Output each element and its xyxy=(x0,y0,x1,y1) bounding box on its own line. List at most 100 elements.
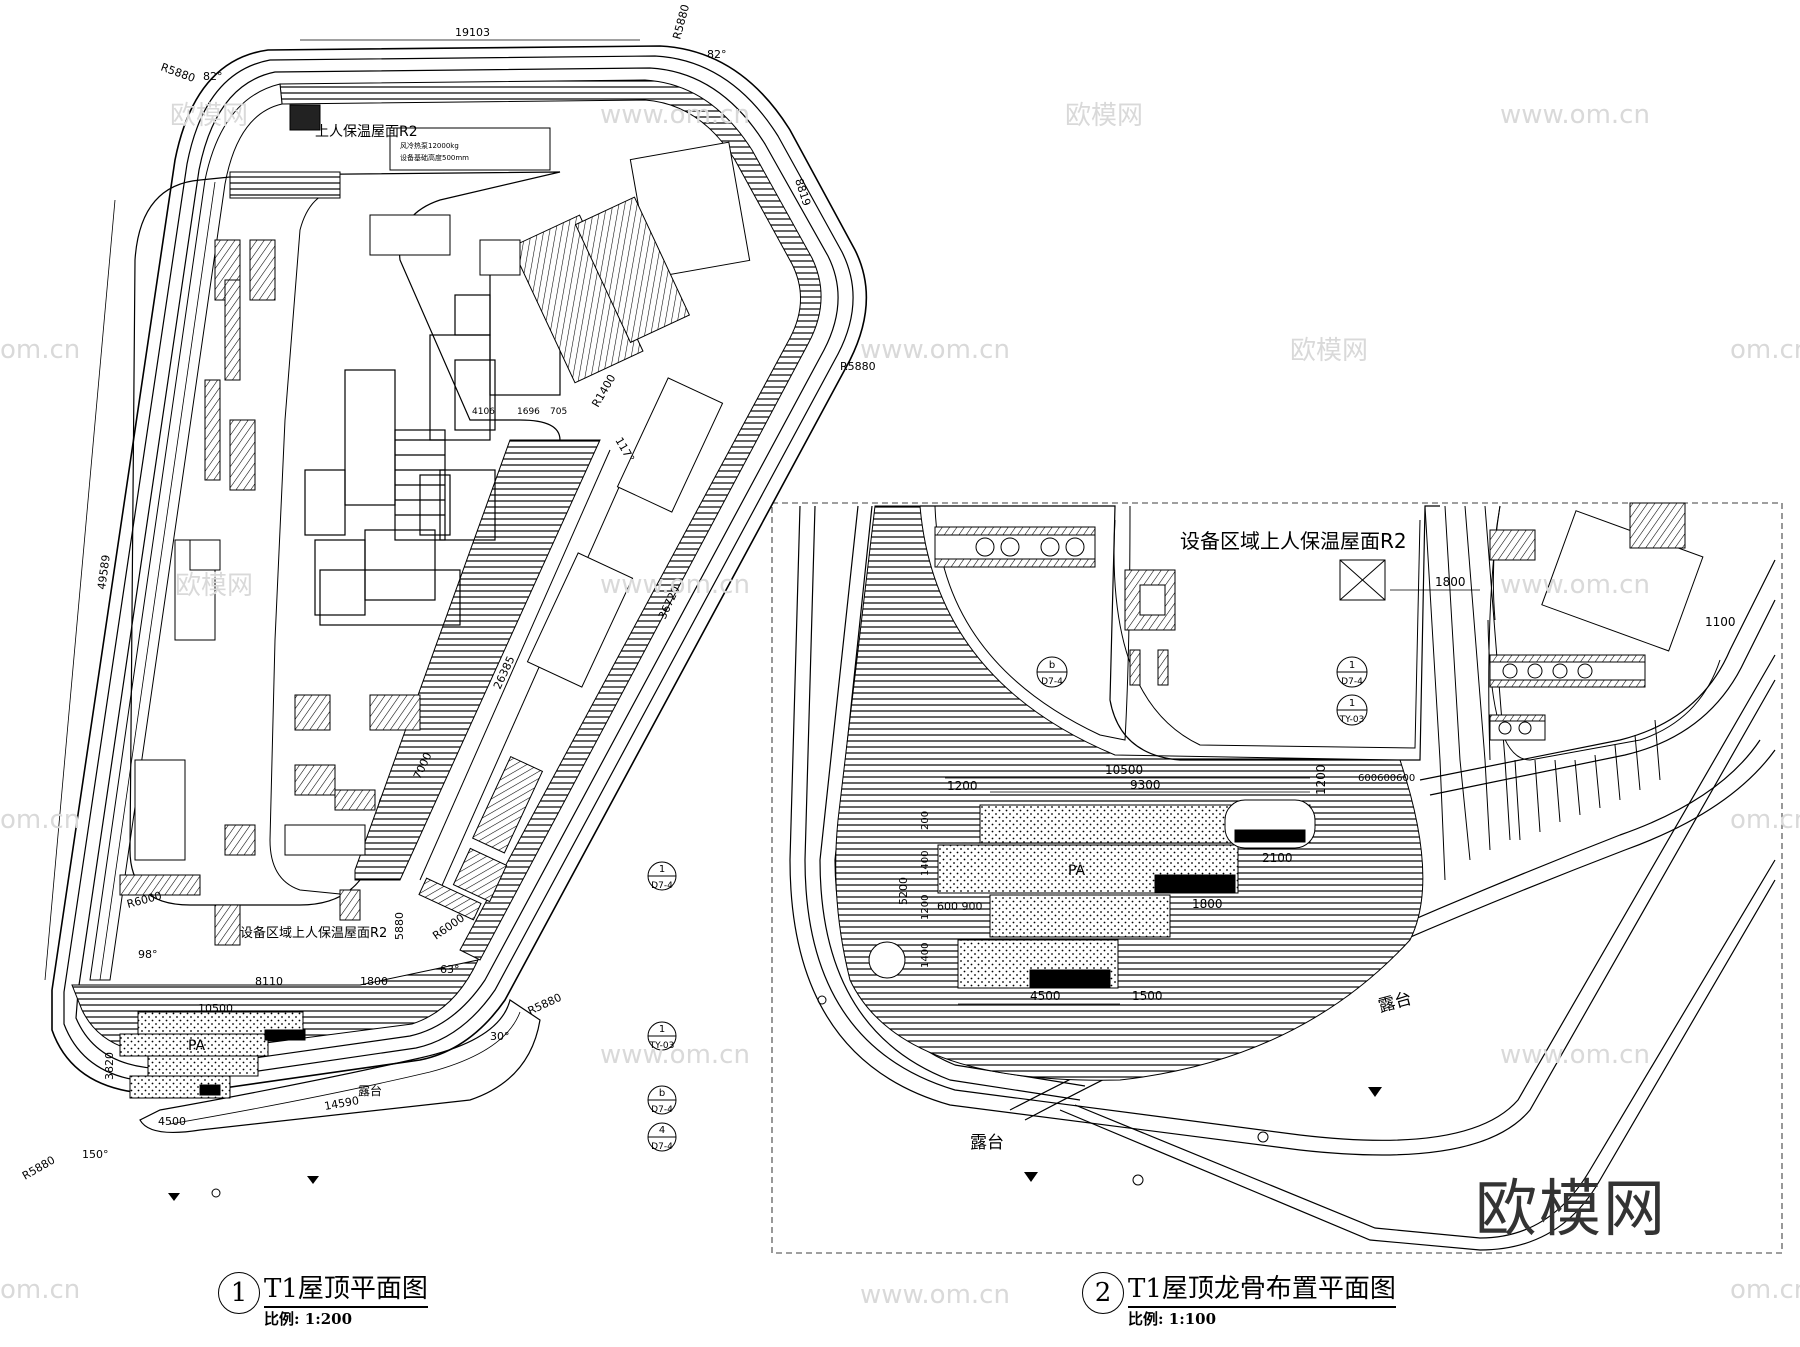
ref-1-ty-03: 1 TY-03 xyxy=(647,1021,677,1051)
svg-text:4: 4 xyxy=(659,1125,665,1136)
svg-text:D7-4: D7-4 xyxy=(651,881,673,891)
plan2-terrace-left: 露台 xyxy=(970,1133,1004,1153)
watermark-cn: 欧模网 xyxy=(175,571,254,601)
dim2-1800-top: 1800 xyxy=(1435,575,1466,589)
plan1-pa-block xyxy=(119,1011,306,1099)
svg-text:TY-03: TY-03 xyxy=(1339,715,1365,725)
dim-left: 49589 xyxy=(95,554,113,590)
dim-r-top-right: R5880 xyxy=(670,3,692,41)
dim2-200: 200 xyxy=(920,811,931,830)
watermark-url: www.om.cn xyxy=(600,100,750,130)
dim-r5880-lower: R5880 xyxy=(526,991,564,1018)
plan2-roof-area xyxy=(920,505,1440,761)
svg-text:b: b xyxy=(659,1088,665,1099)
dim-10500: 10500 xyxy=(198,1002,233,1015)
watermark-url: www.om.cn xyxy=(1500,1040,1650,1070)
svg-text:1: 1 xyxy=(1349,660,1355,671)
dim-r1400: R1400 xyxy=(589,372,618,409)
dim-5880: 5880 xyxy=(393,912,406,940)
plan1-equip-note-b: 设备基础高度500mm xyxy=(400,153,469,162)
watermark-cn: 欧模网 xyxy=(1290,336,1369,366)
watermark-url: www.om.cn xyxy=(860,335,1010,365)
svg-text:1: 1 xyxy=(659,864,665,875)
dim-14590: 14590 xyxy=(323,1094,360,1113)
plan2-number: 2 xyxy=(1082,1272,1124,1314)
plan1-number: 1 xyxy=(218,1272,260,1314)
plan2-terrace-right: 露台 xyxy=(1376,989,1414,1017)
svg-text:1: 1 xyxy=(1349,698,1355,709)
dim2-5200: 5200 xyxy=(897,877,910,905)
dim-angle98: 98° xyxy=(138,948,158,961)
ref-b-d7-4: b D7-4 xyxy=(647,1085,677,1115)
watermark-url: om.cn xyxy=(0,805,81,835)
dim-1696: 1696 xyxy=(517,407,540,417)
dim-4500: 4500 xyxy=(158,1115,186,1128)
dim2-1800-mid: 1800 xyxy=(1192,897,1223,911)
dim-3820: 3820 xyxy=(103,1052,116,1080)
watermark-url: www.om.cn xyxy=(600,1040,750,1070)
plan2-roof-label: 设备区域上人保温屋面R2 xyxy=(1180,529,1407,553)
dim-705: 705 xyxy=(550,407,567,417)
plan1-perimeter-hatch xyxy=(279,79,822,961)
dim-angle-top-left: 82° xyxy=(203,70,223,83)
plan2-hatch-area xyxy=(835,505,1424,1081)
ref2-1-ty-03: 1 TY-03 xyxy=(1336,694,1368,726)
svg-text:b: b xyxy=(1049,660,1055,671)
dim-angle150: 150° xyxy=(82,1148,109,1161)
dim-angle117: 117° xyxy=(612,435,637,464)
plan1-title: T1屋顶平面图 xyxy=(264,1268,428,1308)
plan1-equip-note-a: 风冷热泵12000kg xyxy=(400,141,459,150)
svg-text:D7-4: D7-4 xyxy=(1341,677,1363,687)
plan2-scale: 比例: 1:100 xyxy=(1128,1310,1217,1328)
ref2-b-d7-4: b D7-4 xyxy=(1036,656,1068,688)
svg-text:D7-4: D7-4 xyxy=(651,1105,673,1115)
dim-r5880-bottom: R5880 xyxy=(20,1154,57,1183)
dim2-4500: 4500 xyxy=(1030,989,1061,1003)
plan1-refs: 1 D7-4 1 TY-03 b D7-4 4 D7-4 xyxy=(647,861,677,1152)
dim2-1400-a: 1400 xyxy=(920,851,931,876)
plan1-pa-label: PA xyxy=(188,1038,206,1054)
dim2-1400-b: 1400 xyxy=(920,943,931,968)
plan2-dimensions: 1800 1100 10500 9300 1200 1200 600600600… xyxy=(897,575,1736,1005)
plan2-equipment xyxy=(934,502,1704,741)
plan1-core xyxy=(304,244,561,626)
dim2-2100: 2100 xyxy=(1262,851,1293,865)
watermark-url: www.om.cn xyxy=(1500,570,1650,600)
dim2-1200-left: 1200 xyxy=(947,779,978,793)
plan2-refs: b D7-4 1 D7-4 1 TY-03 xyxy=(1036,656,1368,726)
watermark-url: www.om.cn xyxy=(860,1280,1010,1310)
plan1-terrace-label: 露台 xyxy=(358,1083,382,1098)
watermark-url: om.cn xyxy=(1730,335,1800,365)
watermark-cn: 欧模网 xyxy=(170,101,249,131)
watermark-url: om.cn xyxy=(1730,805,1800,835)
brand-watermark: 欧模网 xyxy=(1475,1172,1668,1245)
dim2-600-900: 600 900 xyxy=(937,900,983,913)
dim2-1200-v: 1200 xyxy=(920,895,931,920)
plan1-left-band xyxy=(89,83,283,981)
plan1-scale: 比例: 1:200 xyxy=(264,1310,353,1328)
plan1-terrace xyxy=(139,999,541,1134)
svg-text:1: 1 xyxy=(659,1024,665,1035)
dim2-1500: 1500 xyxy=(1132,989,1163,1003)
dim-r6000-right: R6000 xyxy=(430,911,467,942)
dim2-1100: 1100 xyxy=(1705,615,1736,629)
svg-text:TY-03: TY-03 xyxy=(649,1041,675,1051)
dim-8110: 8110 xyxy=(255,975,283,988)
watermark-url: om.cn xyxy=(0,1275,81,1305)
svg-text:D7-4: D7-4 xyxy=(1041,677,1063,687)
watermark-url: om.cn xyxy=(0,335,81,365)
dim-right-top: 8819 xyxy=(792,177,813,208)
plan2-frame xyxy=(771,502,1783,1254)
plan2-title: T1屋顶龙骨布置平面图 xyxy=(1128,1268,1396,1308)
ref-1-d7-4: 1 D7-4 xyxy=(647,861,677,891)
dim-r-right: R5880 xyxy=(840,360,876,373)
dim-angle63: 63° xyxy=(440,963,460,976)
plan1-roof-top-label: 上人保温屋面R2 xyxy=(315,124,418,140)
dim-r-top-left: R5880 xyxy=(159,61,197,85)
plan1-equipment xyxy=(119,104,751,946)
plan2-pa-label: PA xyxy=(1068,863,1086,879)
dim2-1200-right: 1200 xyxy=(1314,764,1328,795)
watermark-url: www.om.cn xyxy=(600,570,750,600)
plan2-pa-block xyxy=(868,799,1316,989)
